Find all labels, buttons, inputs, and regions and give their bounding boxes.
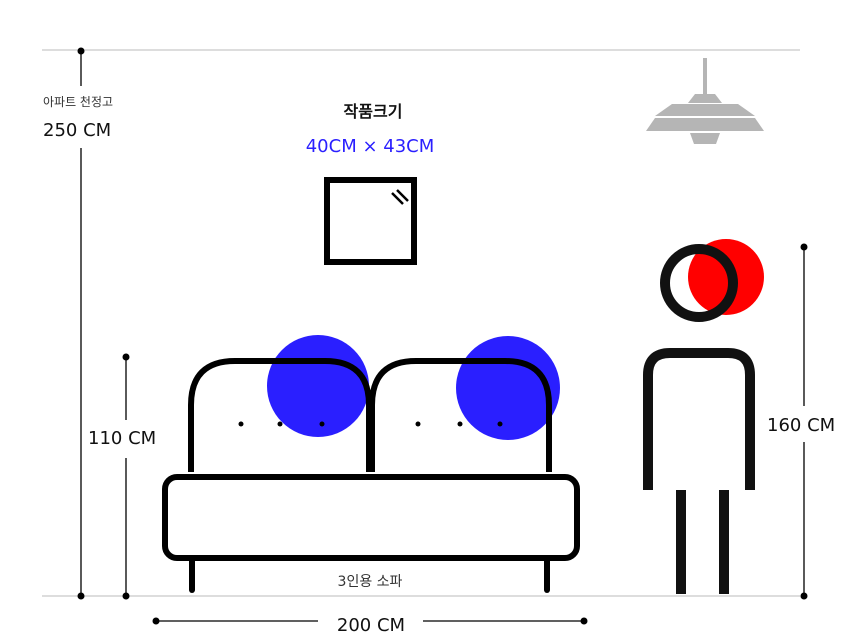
sofa-width-label: 200 CM [337,615,405,636]
artwork-size-label: 40CM × 43CM [306,136,435,157]
sofa-buttons [238,421,503,427]
ceiling-height-label: 250 CM [43,120,111,141]
pillow-left [267,335,369,437]
artwork-title: 작품크기 [344,102,403,121]
person-height-dimension: 160 CM [767,243,835,600]
sofa-height-label: 110 CM [88,428,156,449]
artwork-frame-icon [324,177,417,265]
person-height-label: 160 CM [767,415,835,436]
sofa-width-dimension: 200 CM [152,615,588,636]
person-icon [643,244,755,594]
sofa-icon [162,358,580,593]
red-accent-circle [688,239,764,315]
ceiling-caption: 아파트 천정고 [43,94,113,109]
ceiling-height-dimension: 아파트 천정고 250 CM [43,47,113,600]
pendant-lamp-icon [646,58,764,144]
sofa-caption: 3인용 소파 [338,574,403,590]
sofa-height-dimension: 110 CM [88,353,156,600]
